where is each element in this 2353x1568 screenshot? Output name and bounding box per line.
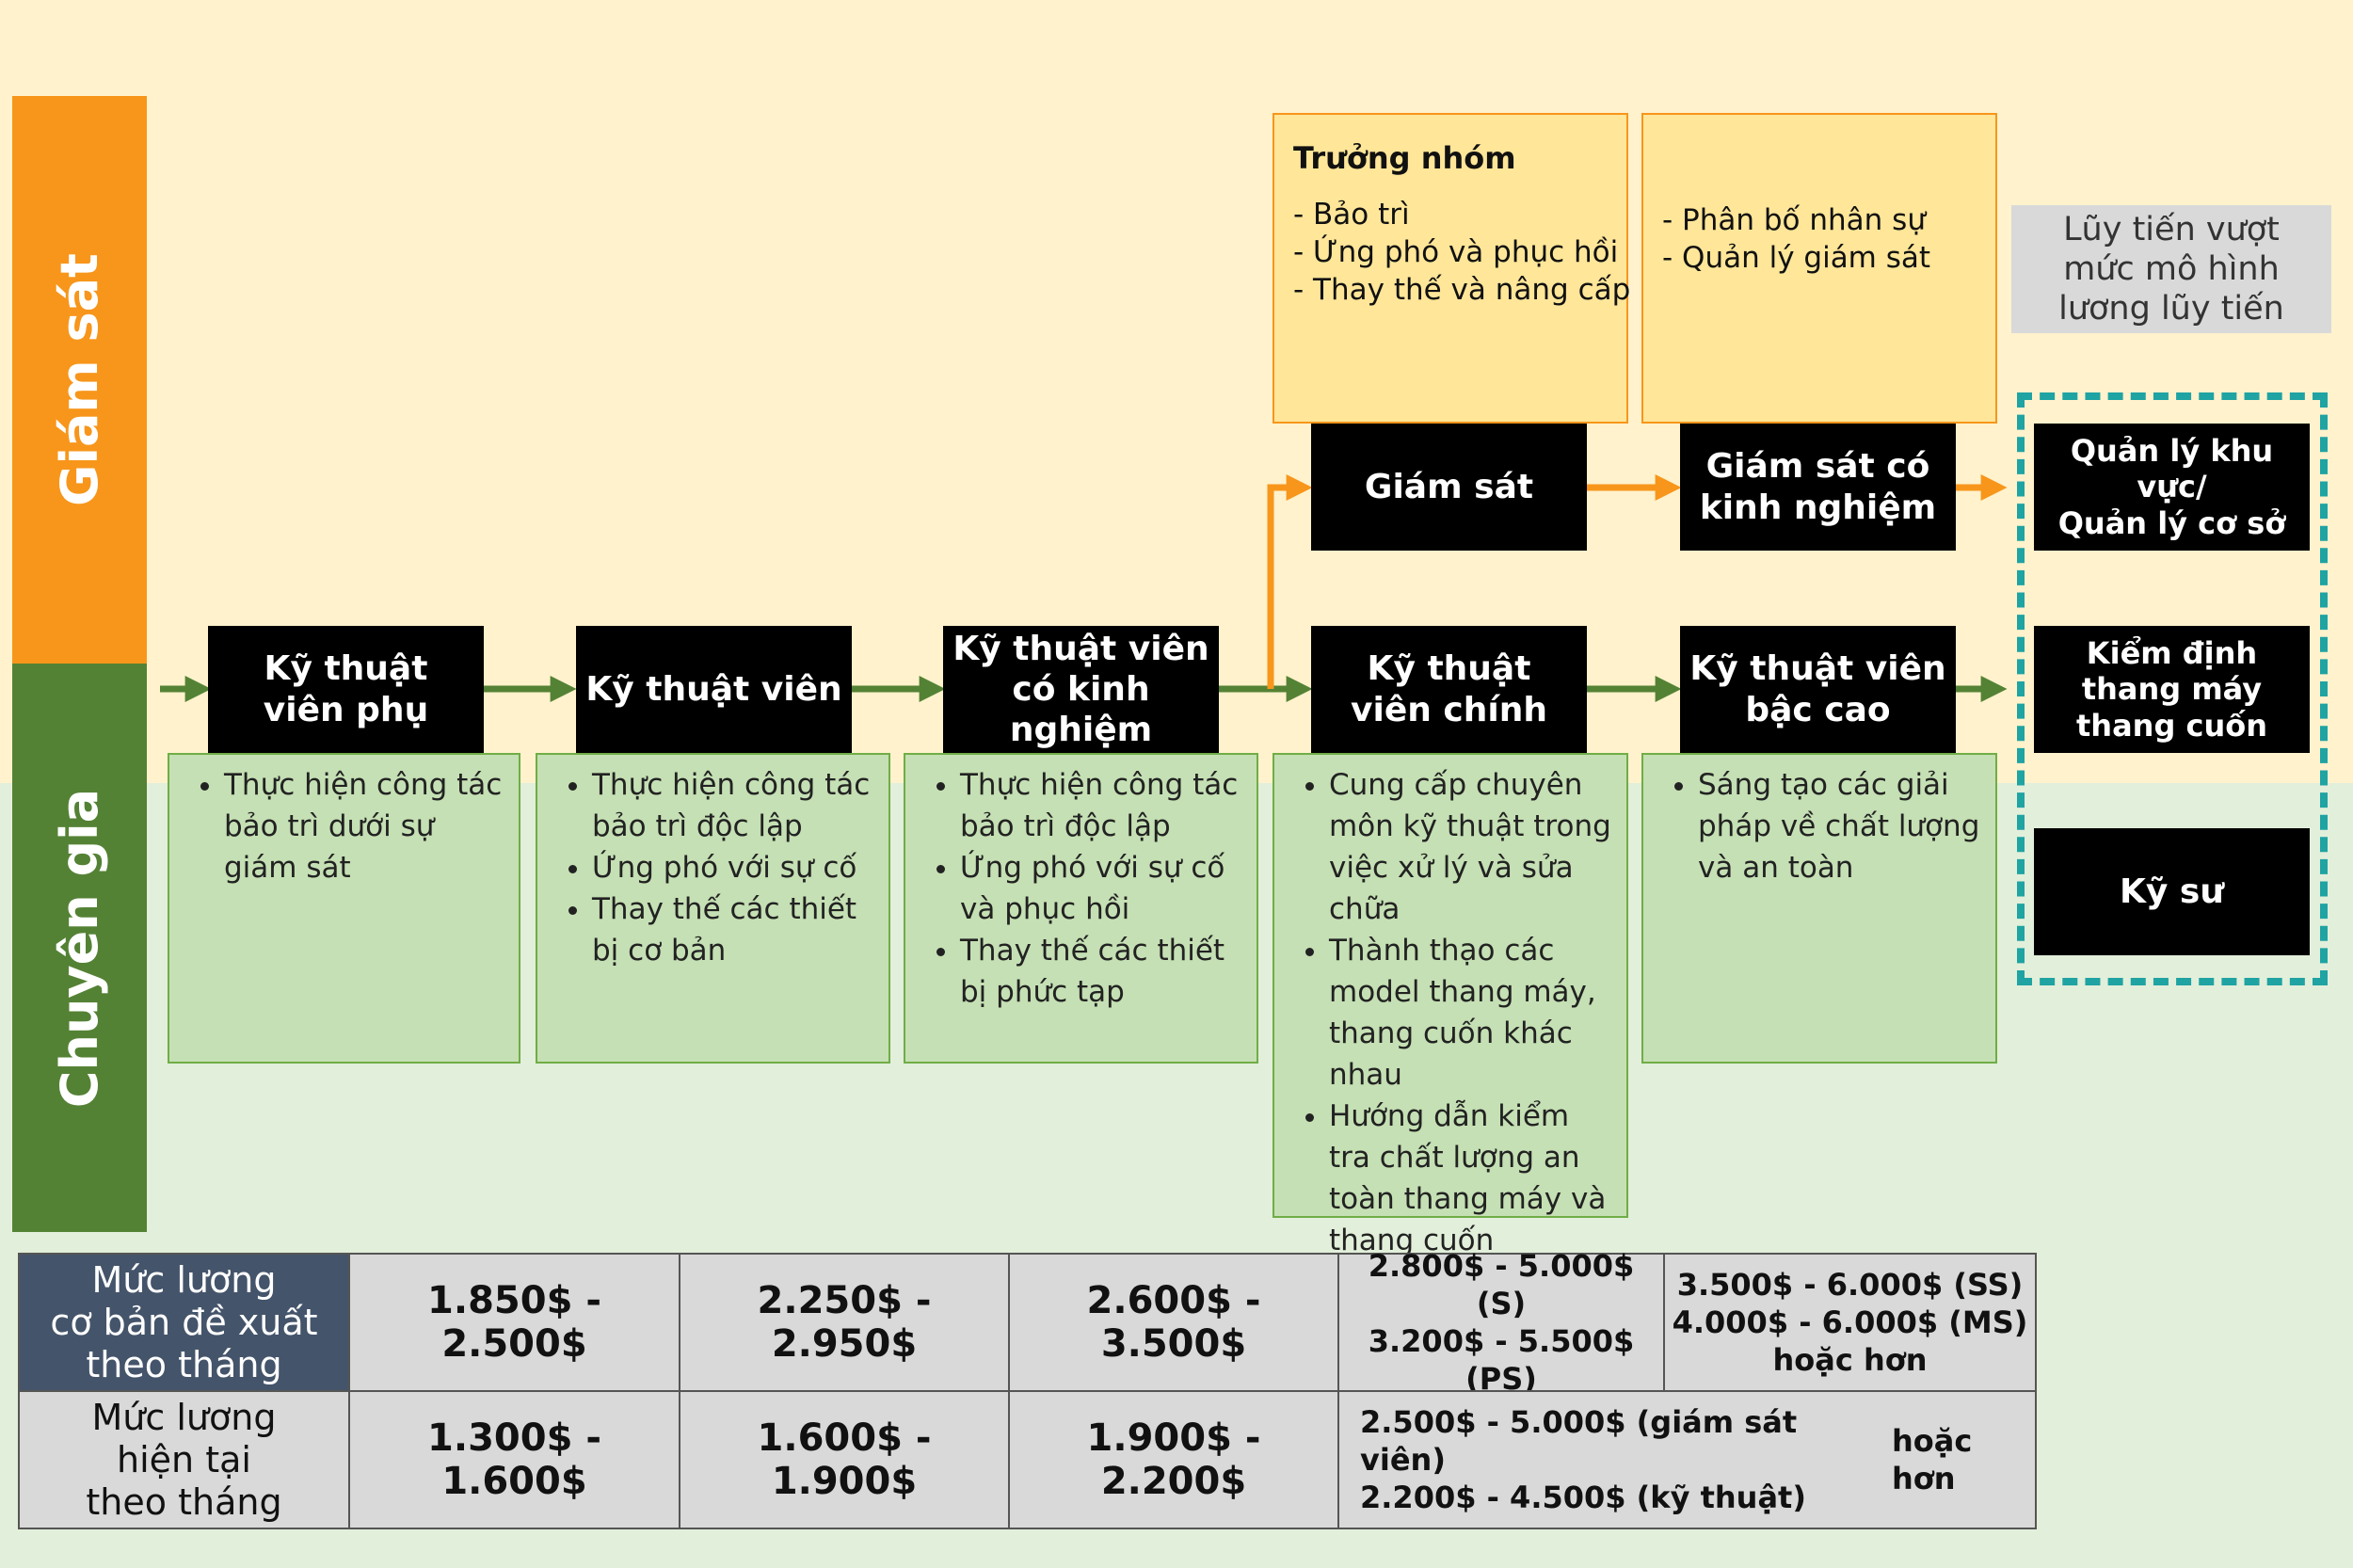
description-item: Thực hiện công tác bảo trì độc lập <box>960 764 1245 847</box>
current-salary-or-more: hoặc hơn <box>1891 1423 1973 1496</box>
management-line: - Quản lý giám sát <box>1662 241 1931 275</box>
description-item: Thực hiện công tác bảo trì dưới sự giám … <box>224 764 507 888</box>
exp-tech-description: Thực hiện công tác bảo trì độc lập Ứng p… <box>904 753 1258 1064</box>
supervision-band: Giám sát <box>12 96 147 664</box>
manager-box: Quản lý khu vực/ Quản lý cơ sở <box>2034 424 2310 551</box>
description-item: Thực hiện công tác bảo trì độc lập <box>592 764 877 847</box>
team-leader-title: Trưởng nhóm <box>1293 140 1516 176</box>
management-duties-box: - Phân bố nhân sự - Quản lý giám sát <box>1641 113 1997 424</box>
progression-note: Lũy tiến vượt mức mô hình lương lũy tiến <box>2011 205 2331 333</box>
exp-tech-box: Kỹ thuật viên có kinh nghiệm <box>943 626 1219 753</box>
assistant-tech-description: Thực hiện công tác bảo trì dưới sự giám … <box>168 753 520 1064</box>
specialist-band: Chuyên gia <box>12 664 147 1232</box>
team-leader-line: - Bảo trì <box>1293 198 1410 232</box>
beyond-progression-frame <box>2017 392 2328 985</box>
salary-cell: 2.800$ - 5.000$ (S) 3.200$ - 5.500$ (PS) <box>1337 1248 1665 1397</box>
salary-cell: 1.900$ - 2.200$ <box>1008 1390 1339 1529</box>
advanced-tech-description: Sáng tạo các giải pháp về chất lượng và … <box>1641 753 1997 1064</box>
salary-cell: 1.300$ - 1.600$ <box>348 1390 680 1529</box>
description-item: Sáng tạo các giải pháp về chất lượng và … <box>1698 764 1984 888</box>
salary-cell: 1.600$ - 1.900$ <box>679 1390 1010 1529</box>
arrow-to-supervisor <box>1267 474 1313 689</box>
current-salary-header: Mức lương hiện tại theo tháng <box>18 1390 350 1529</box>
description-item: Hướng dẫn kiểm tra chất lượng an toàn th… <box>1329 1096 1615 1261</box>
tech-box: Kỹ thuật viên <box>576 626 852 753</box>
assistant-tech-box: Kỹ thuật viên phụ <box>208 626 484 753</box>
advanced-tech-box: Kỹ thuật viên bậc cao <box>1680 626 1956 753</box>
salary-cell: 1.850$ - 2.500$ <box>348 1253 680 1392</box>
salary-cell: 2.600$ - 3.500$ <box>1008 1253 1339 1392</box>
description-item: Cung cấp chuyên môn kỹ thuật trong việc … <box>1329 764 1615 930</box>
inspector-box: Kiểm định thang máy thang cuốn <box>2034 626 2310 753</box>
tech-description: Thực hiện công tác bảo trì độc lập Ứng p… <box>536 753 890 1064</box>
description-item: Ứng phó với sự cố <box>592 847 877 888</box>
team-leader-line: - Ứng phó và phục hồi <box>1293 235 1619 269</box>
proposed-salary-header: Mức lương cơ bản đề xuất theo tháng <box>18 1253 350 1392</box>
salary-cell: 2.500$ - 5.000$ (giám sát viên) 2.200$ -… <box>1337 1390 2037 1529</box>
chief-tech-box: Kỹ thuật viên chính <box>1311 626 1587 753</box>
supervisor-box: Giám sát <box>1311 424 1587 551</box>
salary-cell: 2.250$ - 2.950$ <box>679 1253 1010 1392</box>
team-leader-box: Trưởng nhóm - Bảo trì - Ứng phó và phục … <box>1273 113 1631 424</box>
senior-supervisor-box: Giám sát có kinh nghiệm <box>1680 424 1956 551</box>
description-item: Thay thế các thiết bị phức tạp <box>960 930 1245 1013</box>
management-line: - Phân bố nhân sự <box>1662 203 1926 237</box>
description-item: Thay thế các thiết bị cơ bản <box>592 888 877 971</box>
description-item: Thành thạo các model thang máy, thang cu… <box>1329 930 1615 1096</box>
description-item: Ứng phó với sự cố và phục hồi <box>960 847 1245 930</box>
engineer-box: Kỹ sư <box>2034 828 2310 955</box>
team-leader-line: - Thay thế và nâng cấp <box>1293 273 1631 307</box>
current-salary-range: 2.500$ - 5.000$ (giám sát viên) 2.200$ -… <box>1360 1404 1806 1515</box>
chief-tech-description: Cung cấp chuyên môn kỹ thuật trong việc … <box>1273 753 1628 1257</box>
salary-cell: 3.500$ - 6.000$ (SS) 4.000$ - 6.000$ (MS… <box>1663 1253 2037 1392</box>
